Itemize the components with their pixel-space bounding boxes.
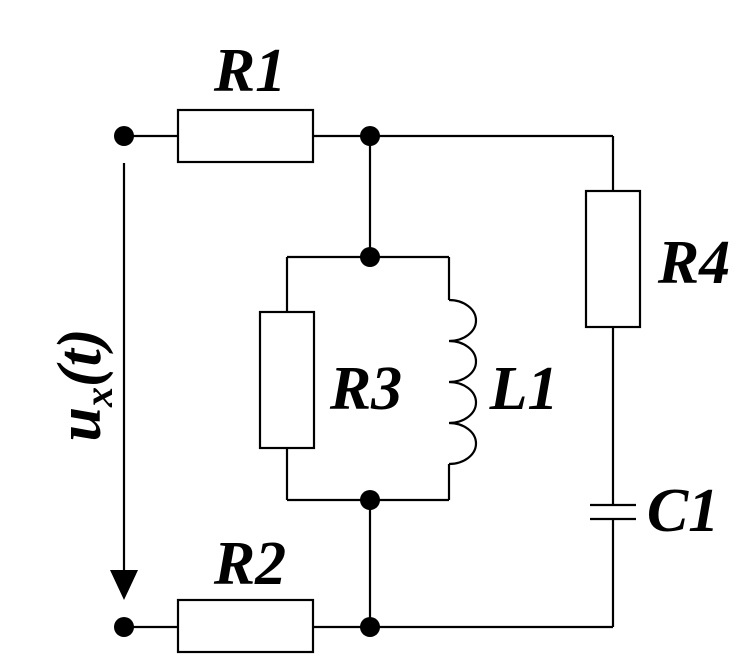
junction-dot: [360, 247, 380, 267]
label-l1: L1: [489, 355, 559, 423]
label-r3: R3: [329, 355, 402, 423]
junction-dot: [360, 126, 380, 146]
resistor-r3: [258, 310, 316, 450]
inductor-l1: [448, 298, 478, 466]
label-r4: R4: [657, 229, 730, 297]
resistor-r2: [176, 598, 315, 654]
resistor-r1: [176, 108, 315, 164]
capacitor-c1: [590, 503, 636, 521]
voltage-arrow: [110, 163, 138, 600]
junction-dot: [360, 490, 380, 510]
junction-dot: [360, 617, 380, 637]
label-r2: R2: [213, 530, 286, 598]
terminal-bottom: [114, 617, 134, 637]
voltage-subscript: x: [76, 387, 121, 408]
label-voltage: ux(t): [46, 328, 121, 441]
label-c1: C1: [647, 477, 719, 545]
voltage-symbol: u: [46, 407, 114, 441]
resistor-r4: [584, 189, 642, 329]
voltage-argument: (t): [46, 328, 114, 387]
label-r1: R1: [213, 37, 286, 105]
terminal-top: [114, 126, 134, 146]
